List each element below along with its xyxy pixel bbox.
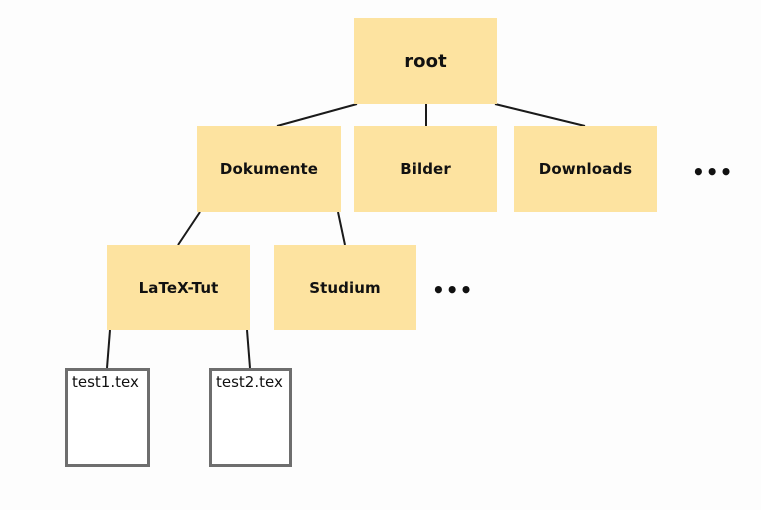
- node-test1-tex-label: test1.tex: [72, 373, 139, 391]
- ellipsis-level2: •••: [692, 160, 734, 184]
- ellipsis-level3: •••: [432, 278, 474, 302]
- edge-root-to-downloads: [494, 103, 586, 127]
- node-latex-tut-label: LaTeX-Tut: [138, 278, 219, 297]
- node-test2-tex-label: test2.tex: [216, 373, 283, 391]
- node-downloads-label: Downloads: [538, 160, 633, 178]
- edge-dokumente-to-latextut: [177, 211, 201, 246]
- node-root[interactable]: root: [354, 18, 497, 104]
- node-dokumente[interactable]: Dokumente: [197, 126, 341, 212]
- edge-root-to-dokumente: [276, 103, 358, 127]
- edge-dokumente-to-studium: [337, 211, 346, 246]
- node-downloads[interactable]: Downloads: [514, 126, 657, 212]
- node-studium-label: Studium: [309, 278, 381, 297]
- node-test1-tex[interactable]: test1.tex: [65, 368, 150, 467]
- node-test2-tex[interactable]: test2.tex: [209, 368, 292, 467]
- edge-latextut-to-test2: [246, 329, 251, 369]
- node-bilder[interactable]: Bilder: [354, 126, 497, 212]
- node-dokumente-label: Dokumente: [219, 160, 319, 178]
- edge-latextut-to-test1: [106, 329, 111, 369]
- node-latex-tut[interactable]: LaTeX-Tut: [107, 245, 250, 330]
- node-root-label: root: [404, 50, 447, 72]
- node-bilder-label: Bilder: [400, 160, 451, 178]
- node-studium[interactable]: Studium: [274, 245, 416, 330]
